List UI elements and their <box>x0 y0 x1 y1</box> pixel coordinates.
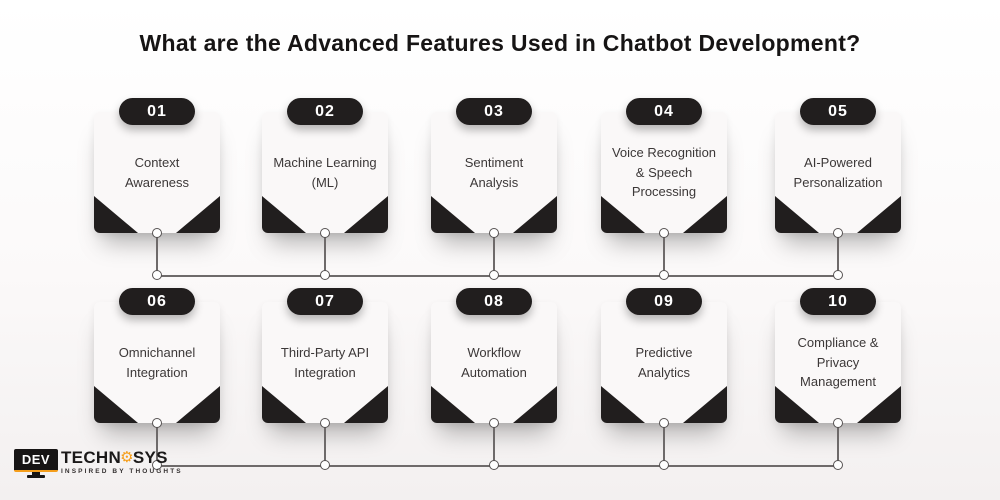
feature-number-badge: 05 <box>800 98 876 125</box>
feature-number: 04 <box>654 102 674 120</box>
feature-label: Predictive Analytics <box>635 345 693 380</box>
corner-triangle-left-icon <box>601 386 645 423</box>
feature-card: 03 Sentiment Analysis <box>431 98 557 233</box>
logo-monitor-screen: DEV <box>14 449 58 472</box>
corner-triangle-right-icon <box>344 386 388 423</box>
feature-number: 05 <box>828 102 848 120</box>
logo-text-block: TECHN⚙SYS INSPIRED BY THOUGHTS <box>61 449 183 475</box>
corner-triangle-right-icon <box>513 386 557 423</box>
feature-label: Sentiment Analysis <box>464 155 524 190</box>
corner-triangle-left-icon <box>775 196 819 233</box>
feature-number: 01 <box>147 102 167 120</box>
feature-card-body: Context Awareness <box>94 112 220 233</box>
corner-triangle-left-icon <box>431 386 475 423</box>
feature-number: 02 <box>315 102 335 120</box>
feature-card-body: AI-Powered Personalization <box>775 112 901 233</box>
monitor-stand <box>32 472 40 475</box>
monitor-icon: DEV <box>14 449 58 478</box>
feature-label: Omnichannel Integration <box>118 345 196 380</box>
logo-techn-text: TECHN <box>61 448 122 467</box>
feature-number-badge: 02 <box>287 98 363 125</box>
feature-number: 06 <box>147 292 167 310</box>
corner-triangle-right-icon <box>513 196 557 233</box>
feature-number: 03 <box>484 102 504 120</box>
logo-dev-text: DEV <box>21 452 51 467</box>
feature-number: 08 <box>484 292 504 310</box>
devtechnosys-logo: DEV TECHN⚙SYS INSPIRED BY THOUGHTS <box>14 449 183 478</box>
feature-card: 05 AI-Powered Personalization <box>775 98 901 233</box>
feature-label: Context Awareness <box>124 155 190 190</box>
corner-triangle-right-icon <box>344 196 388 233</box>
feature-card-body: Third-Party API Integration <box>262 302 388 423</box>
feature-card-body: Compliance & Privacy Management <box>775 302 901 423</box>
feature-card: 01 Context Awareness <box>94 98 220 233</box>
feature-card: 08 Workflow Automation <box>431 288 557 423</box>
feature-card: 09 Predictive Analytics <box>601 288 727 423</box>
feature-card-body: Voice Recognition & Speech Processing <box>601 112 727 233</box>
feature-label: Voice Recognition & Speech Processing <box>611 145 717 200</box>
corner-triangle-right-icon <box>857 196 901 233</box>
feature-number-badge: 07 <box>287 288 363 315</box>
corner-triangle-left-icon <box>94 196 138 233</box>
feature-card: 07 Third-Party API Integration <box>262 288 388 423</box>
feature-card: 02 Machine Learning (ML) <box>262 98 388 233</box>
feature-card: 10 Compliance & Privacy Management <box>775 288 901 423</box>
feature-card-body: Omnichannel Integration <box>94 302 220 423</box>
feature-card-body: Machine Learning (ML) <box>262 112 388 233</box>
corner-triangle-left-icon <box>262 196 306 233</box>
feature-number: 10 <box>828 292 848 310</box>
feature-card: 06 Omnichannel Integration <box>94 288 220 423</box>
corner-triangle-right-icon <box>683 386 727 423</box>
gear-icon: ⚙ <box>120 449 134 466</box>
feature-number-badge: 06 <box>119 288 195 315</box>
feature-label: Compliance & Privacy Management <box>797 335 879 390</box>
feature-number-badge: 10 <box>800 288 876 315</box>
feature-card-body: Sentiment Analysis <box>431 112 557 233</box>
logo-brand-name: TECHN⚙SYS <box>61 449 183 466</box>
logo-tagline: INSPIRED BY THOUGHTS <box>61 468 183 475</box>
feature-number-badge: 01 <box>119 98 195 125</box>
corner-triangle-left-icon <box>431 196 475 233</box>
corner-triangle-right-icon <box>176 196 220 233</box>
feature-label: Third-Party API Integration <box>280 345 370 380</box>
feature-number-badge: 09 <box>626 288 702 315</box>
feature-label: Workflow Automation <box>461 345 527 380</box>
feature-number-badge: 03 <box>456 98 532 125</box>
feature-card-body: Predictive Analytics <box>601 302 727 423</box>
logo-sys-text: SYS <box>132 448 168 467</box>
feature-number: 09 <box>654 292 674 310</box>
feature-card-body: Workflow Automation <box>431 302 557 423</box>
page-title: What are the Advanced Features Used in C… <box>139 30 861 56</box>
feature-number-badge: 04 <box>626 98 702 125</box>
corner-triangle-right-icon <box>176 386 220 423</box>
corner-triangle-left-icon <box>262 386 306 423</box>
feature-label: AI-Powered Personalization <box>793 155 883 190</box>
feature-number: 07 <box>315 292 335 310</box>
feature-number-badge: 08 <box>456 288 532 315</box>
feature-card: 04 Voice Recognition & Speech Processing <box>601 98 727 233</box>
monitor-base <box>27 475 45 478</box>
corner-triangle-left-icon <box>94 386 138 423</box>
feature-label: Machine Learning (ML) <box>273 155 377 190</box>
